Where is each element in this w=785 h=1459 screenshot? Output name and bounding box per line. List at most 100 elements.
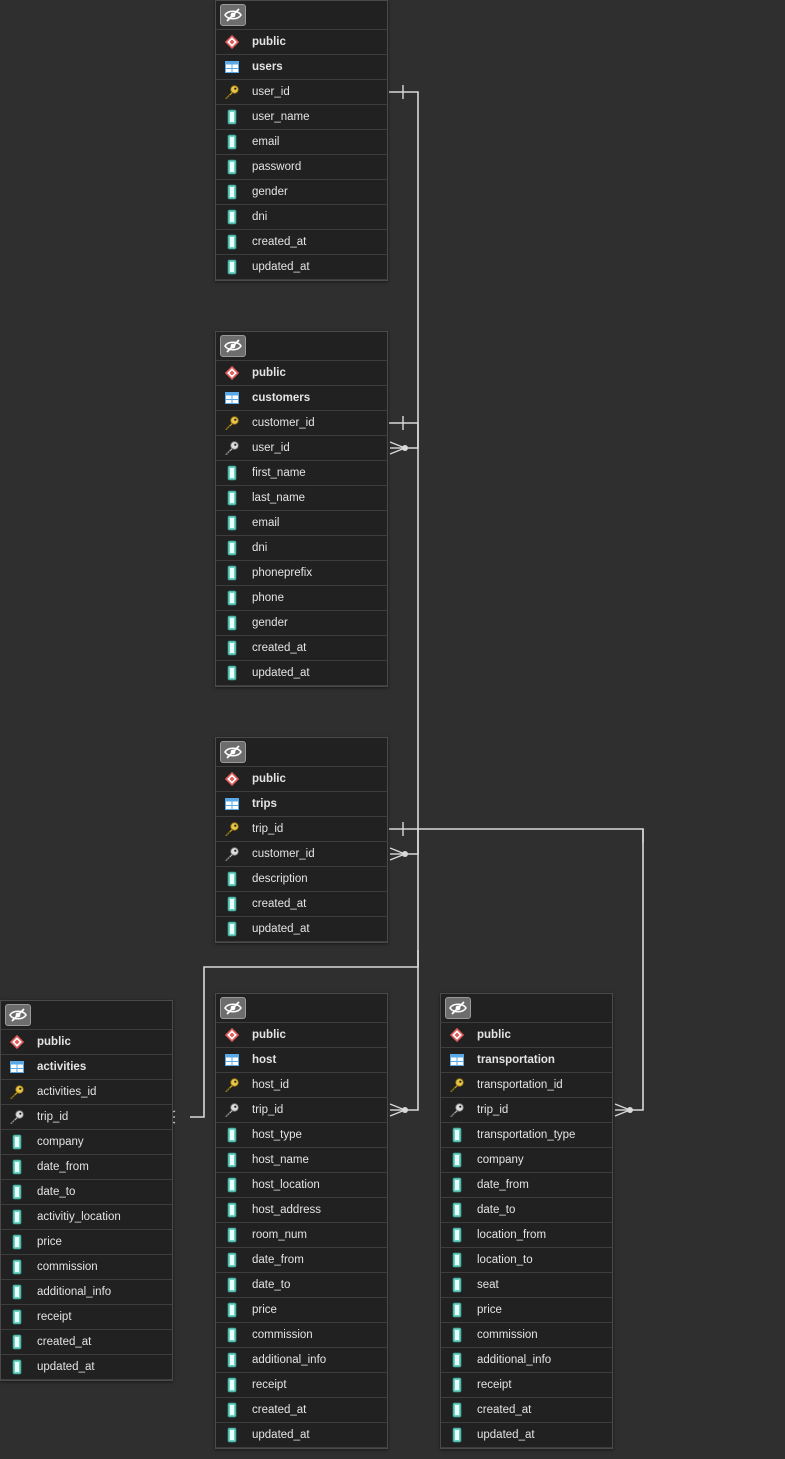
table-header [216,738,387,767]
column-row[interactable]: updated_at [216,917,387,942]
column-row[interactable]: updated_at [216,661,387,686]
column-row[interactable]: first_name [216,461,387,486]
column-row[interactable]: created_at [216,1398,387,1423]
hide-table-button[interactable] [5,1004,31,1026]
column-row[interactable]: customer_id [216,842,387,867]
crowfoot-marker [614,1103,631,1111]
column-row[interactable]: user_id [216,436,387,461]
column-icon [224,184,240,200]
column-row[interactable]: host_location [216,1173,387,1198]
schema-row-label: public [252,367,286,379]
column-row[interactable]: updated_at [1,1355,172,1380]
column-row[interactable]: date_to [1,1180,172,1205]
column-row[interactable]: additional_info [441,1348,612,1373]
column-row[interactable]: activities_id [1,1080,172,1105]
column-row[interactable]: email [216,511,387,536]
column-row[interactable]: trip_id [216,817,387,842]
column-row[interactable]: additional_info [216,1348,387,1373]
column-row[interactable]: phone [216,586,387,611]
column-row[interactable]: created_at [441,1398,612,1423]
link-users-customers [389,91,419,449]
column-row-label: email [252,136,280,148]
schema-row-label: public [37,1036,71,1048]
column-row-label: price [37,1236,62,1248]
column-row[interactable]: gender [216,180,387,205]
column-row[interactable]: price [1,1230,172,1255]
column-row[interactable]: date_to [216,1273,387,1298]
schema-row-label: public [252,773,286,785]
hide-table-button[interactable] [445,997,471,1019]
primary-key-icon [224,415,240,431]
column-row[interactable]: date_from [441,1173,612,1198]
column-row[interactable]: commission [1,1255,172,1280]
column-row[interactable]: customer_id [216,411,387,436]
column-row[interactable]: gender [216,611,387,636]
column-icon [449,1227,465,1243]
column-row[interactable]: location_to [441,1248,612,1273]
hide-table-button[interactable] [220,335,246,357]
column-row-label: receipt [37,1311,72,1323]
column-row[interactable]: date_from [1,1155,172,1180]
column-icon [224,1177,240,1193]
column-row[interactable]: date_from [216,1248,387,1273]
column-row[interactable]: updated_at [441,1423,612,1448]
column-row[interactable]: created_at [216,230,387,255]
schema-row: public [1,1030,172,1055]
column-row[interactable]: receipt [216,1373,387,1398]
column-row[interactable]: created_at [216,892,387,917]
column-row[interactable]: user_id [216,80,387,105]
column-row[interactable]: created_at [1,1330,172,1355]
column-row[interactable]: transportation_id [441,1073,612,1098]
column-row[interactable]: last_name [216,486,387,511]
column-row[interactable]: room_num [216,1223,387,1248]
column-row[interactable]: transportation_type [441,1123,612,1148]
hide-table-button[interactable] [220,997,246,1019]
foreign-key-icon [224,1102,240,1118]
column-row[interactable]: additional_info [1,1280,172,1305]
column-row[interactable]: trip_id [441,1098,612,1123]
column-row[interactable]: trip_id [1,1105,172,1130]
column-icon [449,1402,465,1418]
column-row[interactable]: trip_id [216,1098,387,1123]
column-icon [224,665,240,681]
column-row[interactable]: password [216,155,387,180]
column-row[interactable]: activitiy_location [1,1205,172,1230]
column-row[interactable]: receipt [441,1373,612,1398]
column-row[interactable]: email [216,130,387,155]
column-row[interactable]: host_id [216,1073,387,1098]
column-row[interactable]: host_address [216,1198,387,1223]
column-row[interactable]: created_at [216,636,387,661]
hide-table-button[interactable] [220,4,246,26]
column-icon [449,1302,465,1318]
column-row[interactable]: company [441,1148,612,1173]
column-row-label: price [477,1304,502,1316]
hide-table-button[interactable] [220,741,246,763]
column-row[interactable]: price [216,1298,387,1323]
column-row[interactable]: receipt [1,1305,172,1330]
column-row[interactable]: updated_at [216,1423,387,1448]
column-row[interactable]: commission [216,1323,387,1348]
column-row[interactable]: host_type [216,1123,387,1148]
column-row[interactable]: commission [441,1323,612,1348]
column-row[interactable]: description [216,867,387,892]
column-row[interactable]: updated_at [216,255,387,280]
column-row[interactable]: user_name [216,105,387,130]
column-row[interactable]: location_from [441,1223,612,1248]
column-row[interactable]: date_to [441,1198,612,1223]
column-row[interactable]: company [1,1130,172,1155]
column-row-label: transportation_type [477,1129,576,1141]
column-row[interactable]: dni [216,536,387,561]
column-row[interactable]: seat [441,1273,612,1298]
column-row[interactable]: dni [216,205,387,230]
column-row[interactable]: price [441,1298,612,1323]
column-row[interactable]: host_name [216,1148,387,1173]
column-row[interactable]: phoneprefix [216,561,387,586]
table-icon [449,1052,465,1068]
primary-key-icon [9,1084,25,1100]
